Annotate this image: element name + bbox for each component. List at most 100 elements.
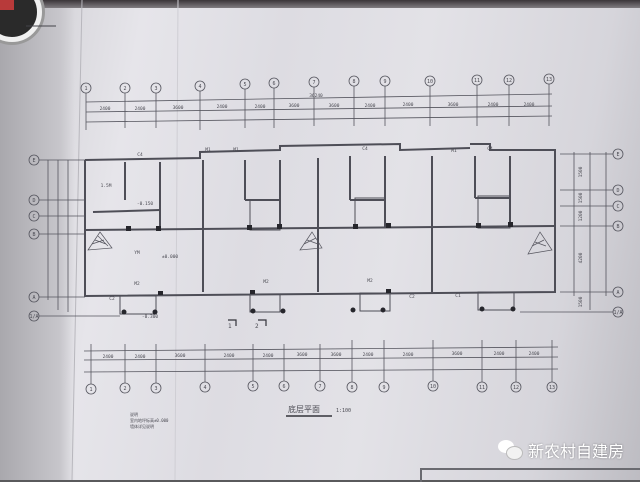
svg-text:D: D xyxy=(616,188,619,194)
svg-text:-0.300: -0.300 xyxy=(142,314,159,320)
svg-text:3600: 3600 xyxy=(448,102,459,108)
svg-text:2400: 2400 xyxy=(494,351,505,357)
svg-text:9: 9 xyxy=(382,385,385,391)
svg-text:1/A: 1/A xyxy=(613,310,622,316)
svg-text:4200: 4200 xyxy=(578,252,584,263)
svg-text:2: 2 xyxy=(123,86,126,92)
svg-text:±0.000: ±0.000 xyxy=(162,254,179,260)
svg-text:11: 11 xyxy=(479,385,485,391)
svg-text:5: 5 xyxy=(243,82,246,88)
svg-text:9: 9 xyxy=(383,79,386,85)
svg-text:M1: M1 xyxy=(205,147,211,153)
wechat-icon xyxy=(498,440,523,460)
svg-text:2400: 2400 xyxy=(263,353,274,359)
corner-red-object xyxy=(0,0,14,10)
svg-text:2400: 2400 xyxy=(529,351,540,357)
svg-text:2400: 2400 xyxy=(488,102,499,108)
svg-text:1500: 1500 xyxy=(578,296,584,307)
svg-text:4: 4 xyxy=(198,84,201,90)
svg-text:M2: M2 xyxy=(263,279,269,285)
title-block-frame xyxy=(420,468,640,482)
svg-text:1: 1 xyxy=(228,323,232,330)
svg-text:M1: M1 xyxy=(233,147,239,153)
watermark-text: 新农村自建房 xyxy=(528,442,625,461)
svg-text:5: 5 xyxy=(251,384,254,390)
drawing-scale: 1:100 xyxy=(336,408,351,414)
svg-text:2400: 2400 xyxy=(363,352,374,358)
svg-text:8: 8 xyxy=(350,385,353,391)
drawing-title: 底层平面 xyxy=(288,404,320,414)
svg-text:2400: 2400 xyxy=(403,102,414,108)
svg-text:3600: 3600 xyxy=(329,103,340,109)
svg-text:1: 1 xyxy=(89,387,92,393)
svg-text:10: 10 xyxy=(427,79,433,85)
svg-text:3600: 3600 xyxy=(289,103,300,109)
svg-text:2400: 2400 xyxy=(255,104,266,110)
svg-text:C2: C2 xyxy=(109,296,115,302)
svg-text:E: E xyxy=(32,158,35,164)
svg-text:室内地坪标高±0.000: 室内地坪标高±0.000 xyxy=(130,417,169,423)
svg-text:2400: 2400 xyxy=(100,106,111,112)
svg-text:3600: 3600 xyxy=(452,351,463,357)
svg-text:2400: 2400 xyxy=(224,353,235,359)
svg-text:C4: C4 xyxy=(362,146,368,152)
svg-text:3600: 3600 xyxy=(173,105,184,111)
svg-text:8: 8 xyxy=(352,79,355,85)
svg-text:M1: M1 xyxy=(451,148,457,154)
svg-text:C4: C4 xyxy=(137,152,143,158)
svg-text:2400: 2400 xyxy=(403,352,414,358)
svg-text:D: D xyxy=(32,198,35,204)
svg-text:1.5M: 1.5M xyxy=(101,183,112,189)
svg-text:3: 3 xyxy=(154,86,157,92)
svg-text:6: 6 xyxy=(272,81,275,87)
svg-text:3: 3 xyxy=(154,386,157,392)
svg-text:-0.150: -0.150 xyxy=(137,201,154,207)
svg-text:1: 1 xyxy=(84,86,87,92)
svg-text:12: 12 xyxy=(506,78,512,84)
svg-text:2400: 2400 xyxy=(103,354,114,360)
svg-text:2400: 2400 xyxy=(135,354,146,360)
svg-text:2400: 2400 xyxy=(217,104,228,110)
svg-text:3600: 3600 xyxy=(175,353,186,359)
svg-text:1500: 1500 xyxy=(578,192,584,203)
svg-text:11: 11 xyxy=(474,78,480,84)
svg-text:7: 7 xyxy=(318,384,321,390)
svg-text:2: 2 xyxy=(123,386,126,392)
paper-shadow xyxy=(0,0,75,480)
svg-text:1/A: 1/A xyxy=(29,314,38,320)
svg-text:A: A xyxy=(616,290,619,296)
watermark: 新农村自建房 xyxy=(498,438,624,462)
svg-text:13: 13 xyxy=(546,77,552,83)
svg-text:E: E xyxy=(616,152,619,158)
svg-text:2400: 2400 xyxy=(365,103,376,109)
svg-text:36240: 36240 xyxy=(309,93,323,99)
svg-text:6: 6 xyxy=(282,384,285,390)
svg-text:A: A xyxy=(32,295,35,301)
svg-text:3600: 3600 xyxy=(297,352,308,358)
svg-text:B: B xyxy=(616,224,619,230)
svg-text:C: C xyxy=(32,214,35,220)
svg-text:墙体详见说明: 墙体详见说明 xyxy=(130,423,154,429)
svg-text:7: 7 xyxy=(312,80,315,86)
svg-text:C2: C2 xyxy=(409,294,415,300)
svg-text:10: 10 xyxy=(430,384,436,390)
svg-text:2400: 2400 xyxy=(135,106,146,112)
svg-text:2400: 2400 xyxy=(524,102,535,108)
svg-text:3600: 3600 xyxy=(331,352,342,358)
svg-text:1200: 1200 xyxy=(578,210,584,221)
svg-text:4: 4 xyxy=(203,385,206,391)
svg-text:1500: 1500 xyxy=(578,166,584,177)
svg-text:YM: YM xyxy=(134,250,140,256)
svg-text:13: 13 xyxy=(549,385,555,391)
svg-text:12: 12 xyxy=(513,385,519,391)
svg-text:M2: M2 xyxy=(367,278,373,284)
svg-text:B: B xyxy=(32,232,35,238)
svg-text:说明: 说明 xyxy=(130,411,138,417)
svg-text:M2: M2 xyxy=(134,281,140,287)
svg-text:C: C xyxy=(616,204,619,210)
svg-text:2: 2 xyxy=(255,323,259,330)
svg-text:C1: C1 xyxy=(455,293,461,299)
